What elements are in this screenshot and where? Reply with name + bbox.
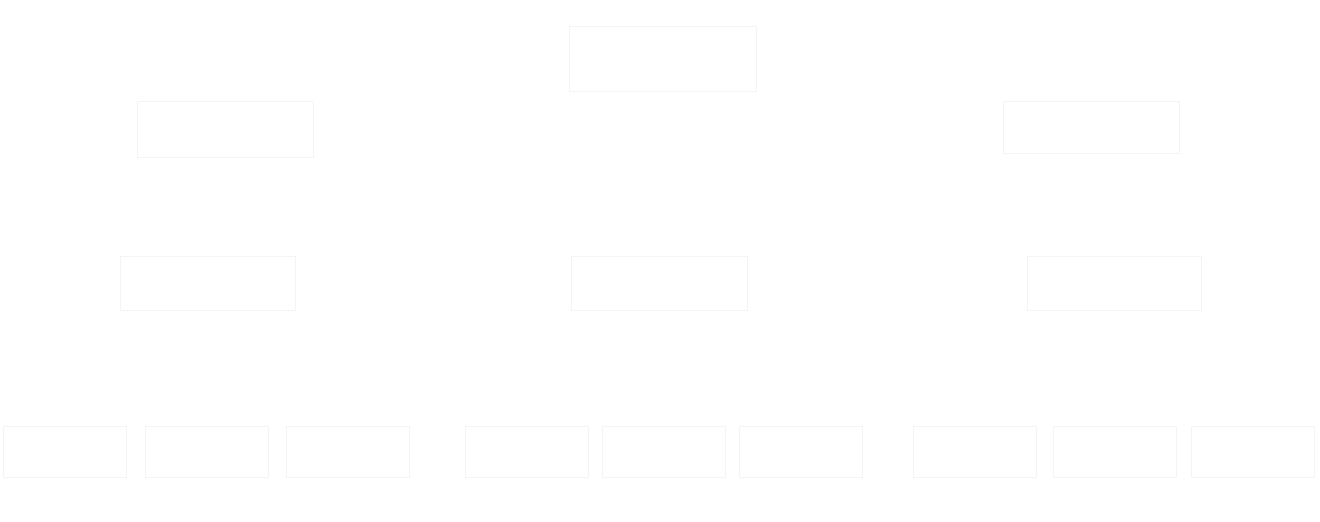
level3-mid-node <box>571 256 748 311</box>
level2-right-node <box>1003 101 1180 154</box>
root-node <box>569 26 757 92</box>
leaf-node <box>602 426 726 478</box>
leaf-node <box>145 426 269 478</box>
level3-left-node <box>120 256 296 311</box>
leaf-node <box>286 426 410 478</box>
leaf-node <box>1053 426 1177 478</box>
leaf-node <box>3 426 127 478</box>
leaf-node <box>739 426 863 478</box>
leaf-node <box>465 426 589 478</box>
leaf-node <box>913 426 1037 478</box>
level3-right-node <box>1027 256 1202 311</box>
level2-left-node <box>137 101 314 158</box>
leaf-node <box>1191 426 1315 478</box>
